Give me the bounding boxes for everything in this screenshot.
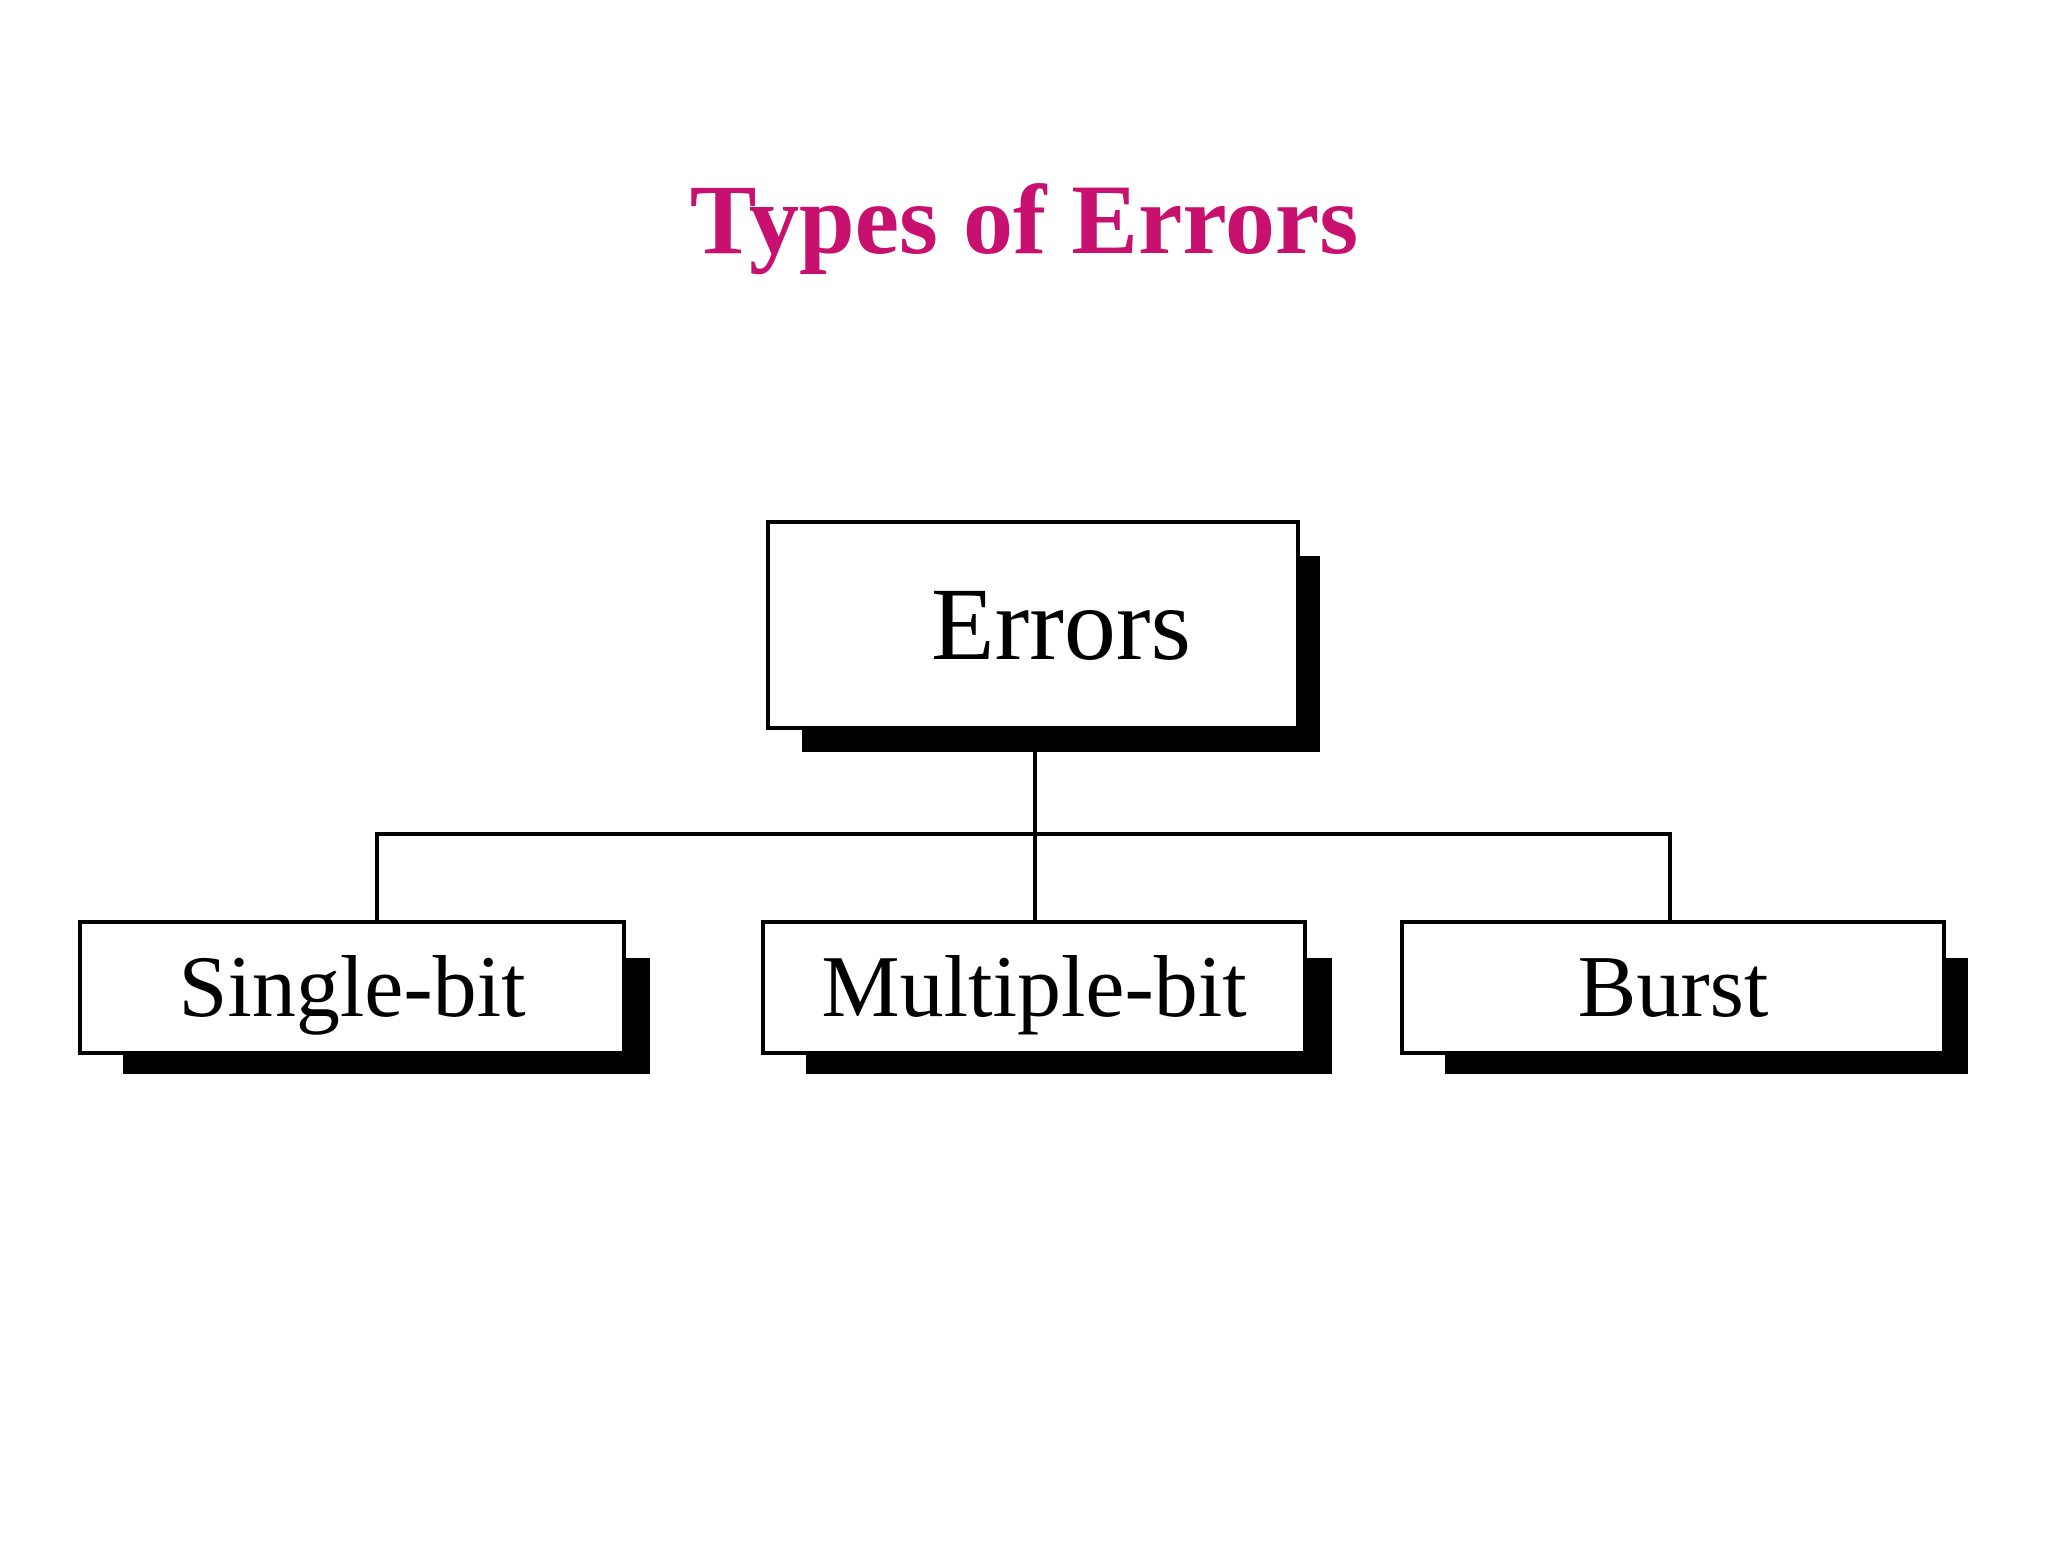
- connector-horizontal-bar: [375, 832, 1672, 836]
- child-node-label: Single-bit: [178, 938, 526, 1036]
- connector-drop-single-bit: [375, 832, 379, 926]
- connector-drop-multiple-bit: [1033, 832, 1037, 926]
- child-node-label: Burst: [1577, 938, 1769, 1036]
- root-node-label: Errors: [931, 567, 1191, 682]
- root-node-errors: Errors: [766, 520, 1300, 730]
- page-title: Types of Errors: [689, 164, 1359, 275]
- child-node-burst: Burst: [1400, 920, 1946, 1055]
- child-node-multiple-bit: Multiple-bit: [761, 920, 1307, 1055]
- connector-root-stem: [1033, 748, 1037, 836]
- connector-drop-burst: [1668, 832, 1672, 926]
- child-node-single-bit: Single-bit: [78, 920, 626, 1055]
- child-node-label: Multiple-bit: [821, 938, 1247, 1036]
